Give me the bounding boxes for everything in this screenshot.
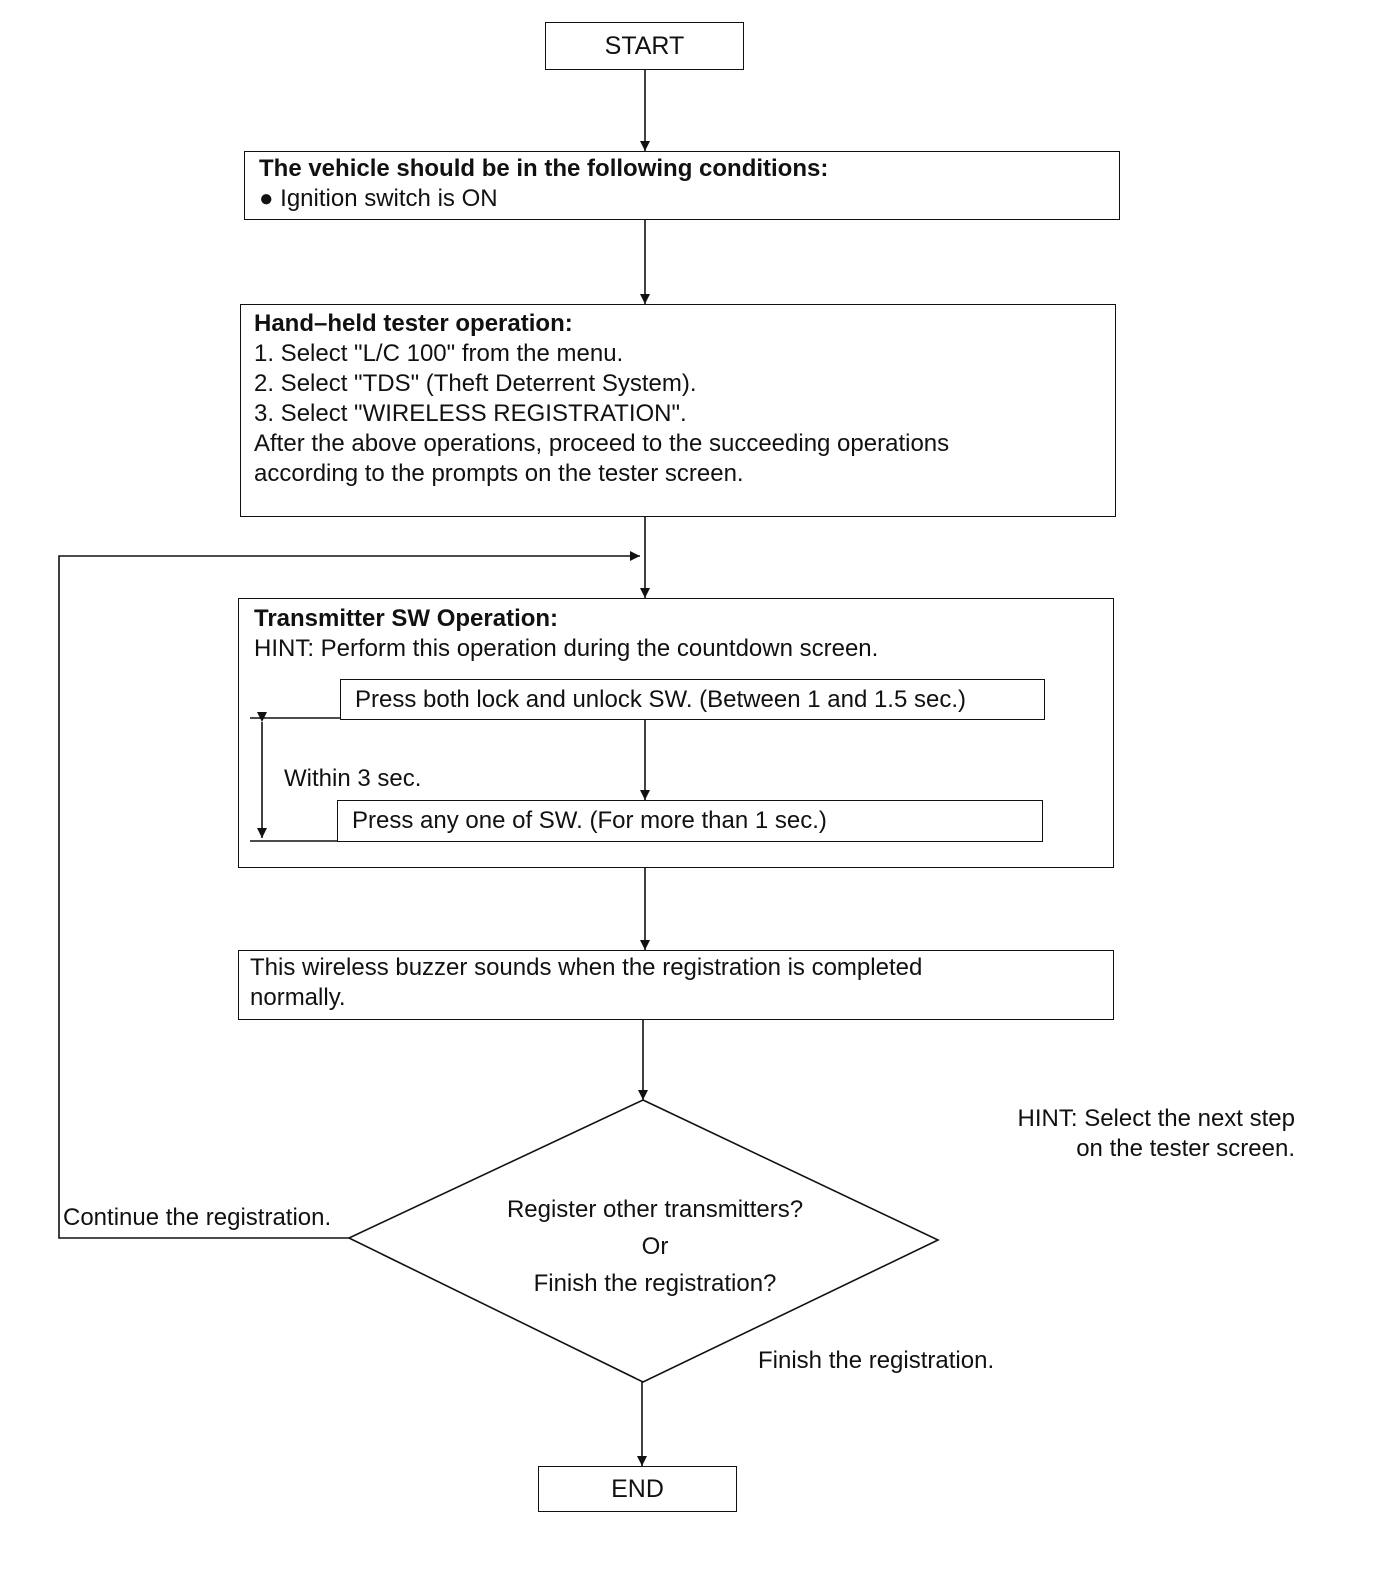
conditions-box: The vehicle should be in the following c… [244, 151, 1120, 220]
within-3sec-label: Within 3 sec. [284, 765, 422, 792]
end-label: END [611, 1474, 664, 1503]
transmitter-hint: HINT: Perform this operation during the … [254, 635, 879, 662]
decision-hint: HINT: Select the next step on the tester… [1017, 1105, 1295, 1162]
conditions-heading: The vehicle should be in the following c… [259, 155, 829, 182]
tester-line: according to the prompts on the tester s… [254, 460, 744, 487]
tester-line: 1. Select "L/C 100" from the menu. [254, 340, 624, 367]
transmitter-operation-box: Transmitter SW Operation: HINT: Perform … [238, 598, 1114, 868]
continue-registration-label: Continue the registration. [63, 1204, 332, 1231]
buzzer-box: This wireless buzzer sounds when the reg… [238, 950, 1114, 1020]
tester-operation-box: Hand–held tester operation: 1. Select "L… [240, 304, 1116, 517]
finish-registration-label: Finish the registration. [758, 1347, 995, 1374]
buzzer-line: This wireless buzzer sounds when the reg… [250, 954, 923, 981]
loop-back-line [58, 551, 640, 1239]
tester-line: 2. Select "TDS" (Theft Deterrent System)… [254, 370, 697, 397]
start-label: START [604, 31, 685, 60]
tester-line: After the above operations, proceed to t… [254, 430, 950, 457]
end-terminal: END [538, 1466, 737, 1512]
tester-line: 3. Select "WIRELESS REGISTRATION". [254, 400, 687, 427]
decision-diamond [347, 1099, 940, 1383]
buzzer-line: normally. [250, 984, 346, 1011]
step-press-any-sw: Press any one of SW. (For more than 1 se… [337, 800, 1043, 842]
tester-heading: Hand–held tester operation: [254, 310, 573, 337]
start-terminal: START [545, 22, 744, 70]
decision-question: Register other transmitters? Or Finish t… [506, 1196, 804, 1297]
conditions-bullet: ● Ignition switch is ON [259, 185, 498, 212]
transmitter-heading: Transmitter SW Operation: [254, 605, 559, 632]
step-press-lock-unlock: Press both lock and unlock SW. (Between … [340, 679, 1045, 720]
